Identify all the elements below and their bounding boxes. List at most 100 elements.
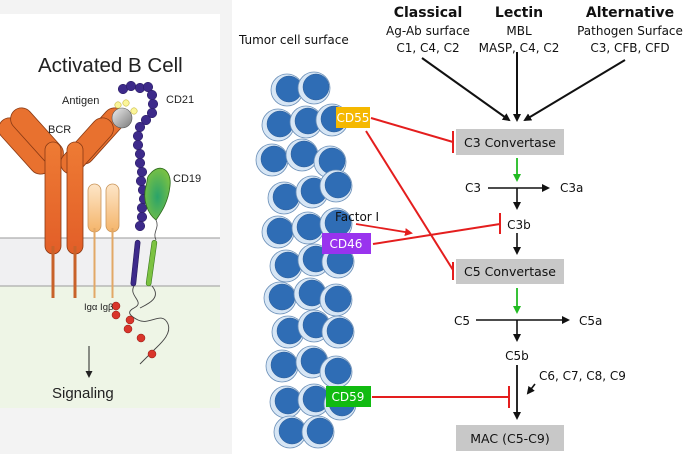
cd59-tag: CD59 <box>326 386 371 407</box>
tumor-cell <box>255 143 289 177</box>
cd21-bead <box>135 175 147 187</box>
signaling-label: Signaling <box>52 385 114 402</box>
pathway-components: MASP, C4, C2 <box>479 41 560 55</box>
c5-label: C5 <box>454 314 470 328</box>
c5-convertase-label: C5 Convertase <box>464 264 556 279</box>
membrane-band <box>0 238 220 286</box>
c3b-label: C3b <box>507 218 531 232</box>
tumor-cell <box>261 215 295 249</box>
b-cell-panel: Activated B Cell Antigen BCR CD21 CD19 I… <box>0 0 232 454</box>
cd21-bead <box>136 202 148 214</box>
cd21-bead <box>140 114 152 126</box>
cd21-bead <box>125 80 137 92</box>
cd21-bead <box>134 157 146 169</box>
cd21-bead <box>132 139 144 151</box>
antigen-label: Antigen <box>62 95 99 107</box>
cd55-tag: CD55 <box>336 107 370 128</box>
tumor-cell <box>261 108 295 142</box>
tumor-cell <box>267 181 301 215</box>
cd19-receptor <box>130 167 171 287</box>
cytoplasmic-tails <box>111 285 170 365</box>
phospho-site <box>111 310 121 320</box>
cd21-bead <box>132 130 144 142</box>
mac-box: MAC (C5-C9) <box>456 425 564 451</box>
tumor-cell <box>285 138 319 172</box>
cd21-bead <box>146 107 158 119</box>
tumor-cell <box>319 207 353 241</box>
pathway-name: Classical <box>394 5 463 21</box>
cd59-label: CD59 <box>332 390 365 404</box>
tumor-cell <box>319 169 353 203</box>
cd21-bead <box>134 148 146 160</box>
phospho-site <box>123 324 133 334</box>
iga-igb-label: Igα Igβ <box>84 302 114 313</box>
tumor-cell-cluster <box>255 71 357 449</box>
tumor-cell <box>271 315 305 349</box>
c3-convertase-label: C3 Convertase <box>464 135 556 150</box>
tumor-cell <box>321 315 355 349</box>
tumor-cell <box>319 355 353 389</box>
pathway-lectin: Lectin MBL MASP, C4, C2 <box>479 5 560 55</box>
bcr-receptor <box>0 107 126 298</box>
pathway-trigger: Ag-Ab surface <box>386 24 470 38</box>
cd21-bead <box>146 89 158 101</box>
cd55-inhibits-c3-convertase <box>370 117 454 143</box>
antigen <box>111 99 138 129</box>
tumor-cell <box>269 249 303 283</box>
c3-label: C3 <box>465 181 481 195</box>
signaling-arrow <box>85 346 93 378</box>
cd21-receptor <box>117 80 159 232</box>
cd55-label: CD55 <box>337 111 370 125</box>
mac-label: MAC (C5-C9) <box>470 431 549 446</box>
bcr-label: BCR <box>48 124 71 136</box>
cd21-bead <box>142 81 154 93</box>
tumor-cell <box>265 349 299 383</box>
phospho-site <box>111 301 121 311</box>
phospho-site <box>136 333 146 343</box>
cd21-bead <box>136 166 148 178</box>
pathway-components: C3, CFB, CFD <box>590 41 669 55</box>
tumor-cell <box>293 277 327 311</box>
tumor-cell <box>273 415 307 449</box>
tumor-cell <box>297 71 331 105</box>
tumor-cell <box>263 281 297 315</box>
pathway-alternative: Alternative Pathogen Surface C3, CFB, CF… <box>577 5 683 55</box>
classical-arrow <box>421 57 511 122</box>
cd46-tag: CD46 <box>322 233 371 254</box>
tumor-surface-label: Tumor cell surface <box>238 33 349 47</box>
cd46-inhibits-c3b <box>372 223 501 245</box>
pathway-trigger: MBL <box>506 24 532 38</box>
cd21-bead <box>134 121 146 133</box>
b-cell-title: Activated B Cell <box>38 54 183 77</box>
pathway-classical: Classical Ag-Ab surface C1, C4, C2 <box>386 5 470 55</box>
cd21-bead <box>136 211 148 223</box>
inhibition-lines <box>355 117 510 408</box>
factor-i-arrow <box>355 223 413 236</box>
c6-c9-arrow <box>526 383 536 395</box>
pathway-name: Lectin <box>495 5 543 21</box>
complement-svg: Tumor cell surface Classical Ag-Ab surfa… <box>238 5 683 451</box>
cd21-bead <box>134 220 146 232</box>
cd46-label: CD46 <box>330 237 363 251</box>
tumor-cell <box>319 283 353 317</box>
tumor-cell <box>289 105 323 139</box>
c3-convertase-box: C3 Convertase <box>456 129 564 155</box>
c5-convertase-box: C5 Convertase <box>456 259 564 284</box>
b-cell-svg: Activated B Cell Antigen BCR CD21 CD19 I… <box>0 54 220 408</box>
alternative-arrow <box>523 59 626 122</box>
tumor-cell <box>297 383 331 417</box>
pathway-name: Alternative <box>586 5 674 21</box>
c6-c9-label: C6, C7, C8, C9 <box>539 369 626 383</box>
cd19-label: CD19 <box>173 173 201 185</box>
tumor-cell <box>269 385 303 419</box>
cd55-inhibits-c5-convertase <box>365 130 454 271</box>
phospho-site <box>125 315 135 325</box>
ig-alpha-beta <box>87 183 120 298</box>
complement-panel: Tumor cell surface Classical Ag-Ab surfa… <box>232 0 695 454</box>
tumor-cell <box>291 211 325 245</box>
c5b-label: C5b <box>505 349 529 363</box>
cytoplasm <box>0 286 220 408</box>
factor-i-label: Factor I <box>335 210 379 224</box>
c3a-label: C3a <box>560 181 583 195</box>
c5a-label: C5a <box>579 314 602 328</box>
